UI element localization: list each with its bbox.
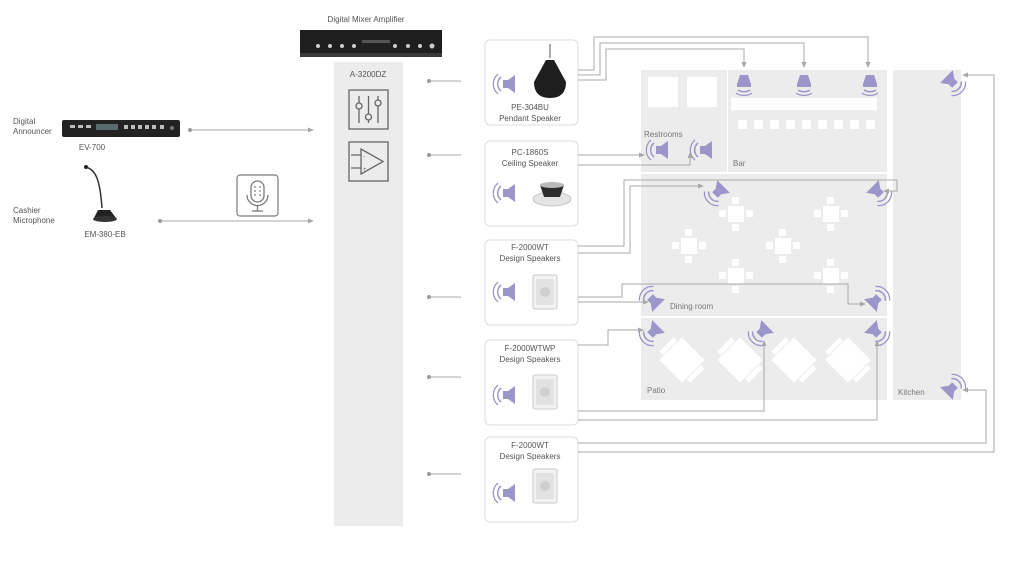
speaker-1-type: Pendant Speaker — [499, 114, 561, 123]
wire-arrowheads — [638, 62, 968, 393]
room-label-restrooms: Restrooms — [644, 130, 683, 139]
amplifier-model: A-3200DZ — [349, 70, 387, 79]
amplifier-title: Digital Mixer Amplifier — [327, 15, 405, 24]
floor-plan — [641, 70, 961, 400]
pendant-speaker-image — [534, 44, 566, 98]
announcer-model: EV-700 — [78, 143, 106, 152]
speaker-2-type: Ceiling Speaker — [501, 159, 559, 168]
speaker-4-model: F-2000WTWP — [504, 344, 556, 353]
speaker-4-type: Design Speakers — [499, 355, 561, 364]
design-speaker-image — [532, 374, 558, 410]
announcer-category: Digital Announcer — [13, 117, 52, 136]
wiring — [578, 36, 995, 453]
amplifier-column — [334, 62, 403, 526]
microphone-icon — [236, 174, 279, 217]
amp-output-links — [429, 80, 461, 475]
ceiling-speaker-image — [532, 182, 572, 207]
room-label-bar: Bar — [733, 159, 746, 168]
microphone-model: EM-380-EB — [84, 230, 126, 239]
room-label-dining: Dining room — [670, 302, 714, 311]
room-label-kitchen: Kitchen — [898, 388, 925, 397]
microphone-category: Cashier Microphone — [13, 206, 55, 225]
speaker-2-model: PC-1860S — [511, 148, 549, 157]
fader-icon — [348, 89, 389, 130]
svg-text:+: + — [363, 167, 367, 173]
speaker-5-type: Design Speakers — [499, 452, 561, 461]
speaker-5-model: F-2000WT — [511, 441, 549, 450]
amplifier-unit — [300, 30, 442, 57]
design-speaker-image — [532, 468, 558, 504]
svg-text:-: - — [363, 154, 365, 160]
design-speaker-image — [532, 274, 558, 310]
speaker-cards — [484, 39, 579, 523]
room-label-patio: Patio — [647, 386, 666, 395]
speaker-1-model: PE-304BU — [511, 103, 549, 112]
speaker-3-type: Design Speakers — [499, 254, 561, 263]
digital-announcer-device — [62, 120, 180, 137]
kitchen-area — [893, 70, 961, 400]
speaker-3-model: F-2000WT — [511, 243, 549, 252]
amplifier-icon: - + — [348, 141, 389, 182]
cashier-microphone-device — [84, 165, 117, 222]
